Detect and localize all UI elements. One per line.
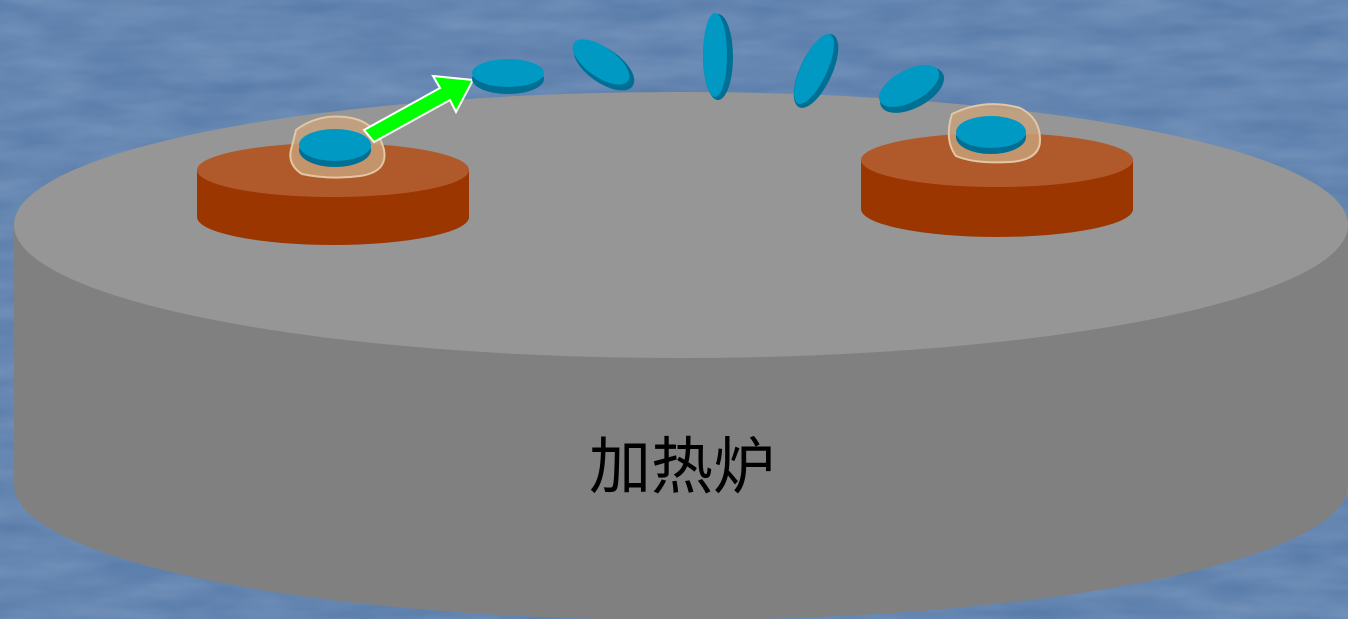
holder-left [289,115,386,179]
wafer-left [299,129,371,161]
transfer-arrow [362,74,475,144]
flip-wafer-1 [472,59,544,94]
wafer-flip-sequence [472,13,945,113]
flip-wafer-5 [878,65,945,113]
wafer-right [956,116,1026,148]
flip-wafer-4 [793,34,839,108]
holder-right [947,103,1042,164]
flip-wafer-2 [572,39,635,91]
furnace-label: 加热炉 [589,430,775,503]
arrow-shape [362,74,475,144]
flip-wafer-3 [703,13,733,100]
